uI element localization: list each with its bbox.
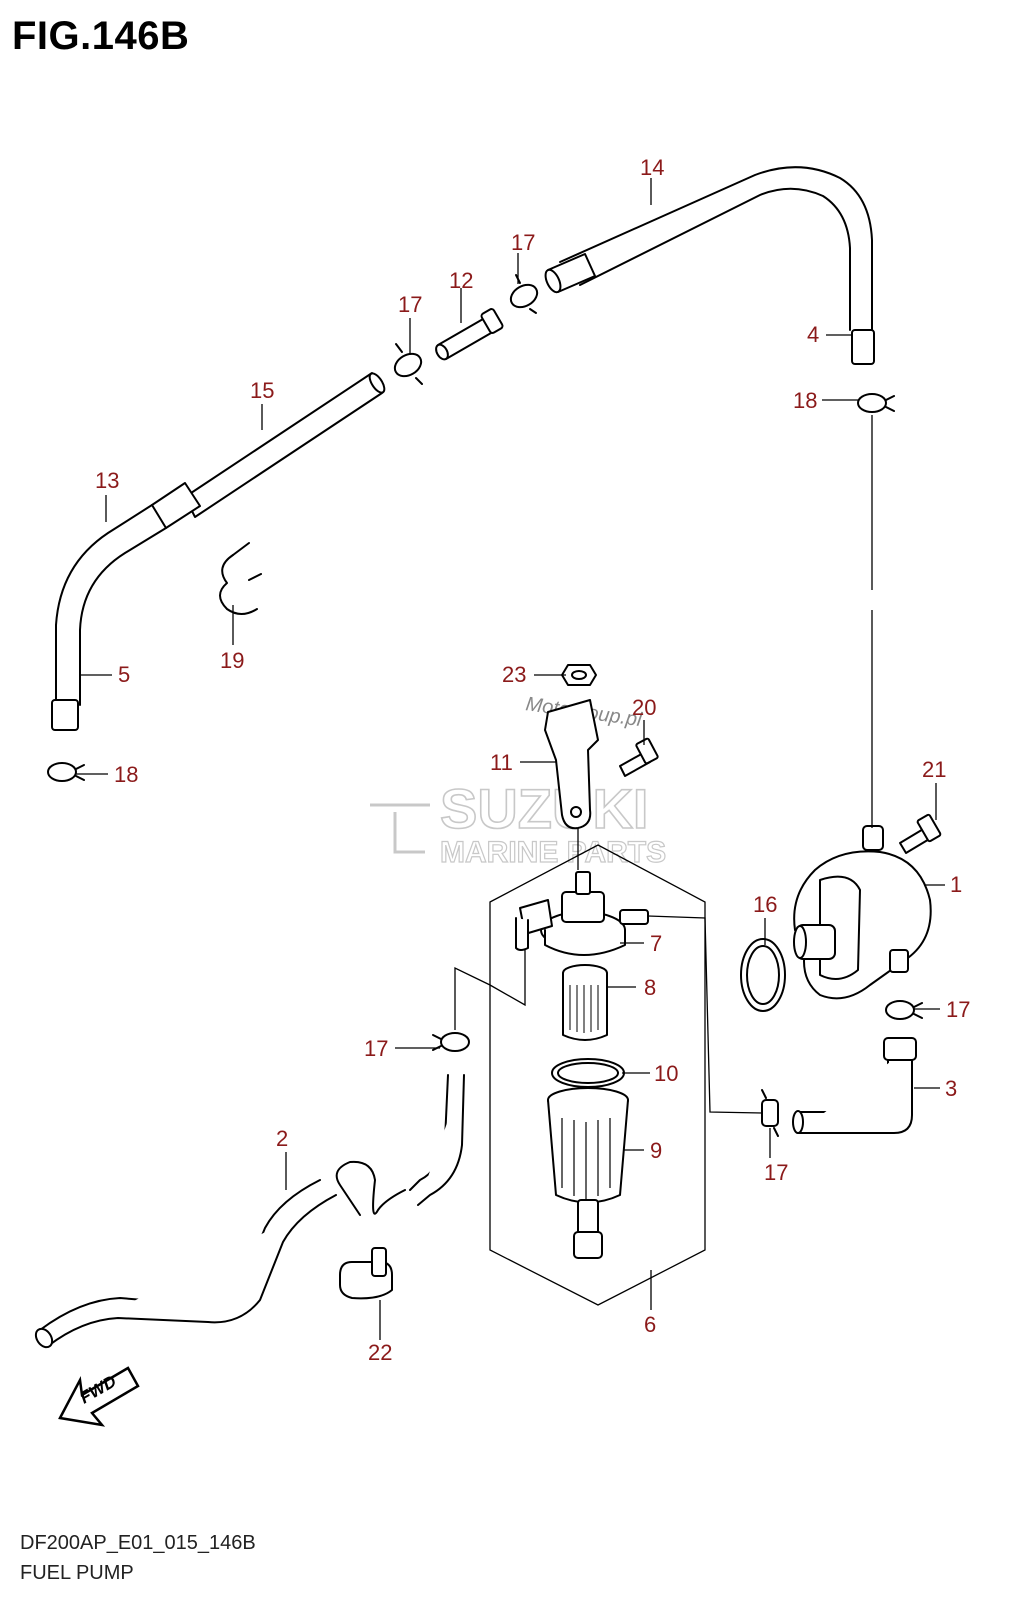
watermark-logo-mark (370, 803, 430, 854)
watermark-sub: MARINE PARTS (440, 836, 666, 869)
callout-10: 10 (654, 1061, 678, 1086)
callout-18-right: 18 (793, 388, 817, 413)
callout-17-right: 17 (946, 997, 970, 1022)
callout-2: 2 (276, 1126, 288, 1151)
callout-18-left: 18 (114, 762, 138, 787)
leader-lines (76, 178, 945, 1340)
callout-16: 16 (753, 892, 777, 917)
clip-17-top-right (509, 274, 539, 314)
part-8-filter-element (562, 964, 608, 1041)
callout-13: 13 (95, 468, 119, 493)
callout-23: 23 (502, 662, 526, 687)
callout-22: 22 (368, 1340, 392, 1365)
part-9-filter-case (547, 1087, 629, 1259)
clip-17-top-left (393, 343, 423, 385)
clip-17-left (432, 1032, 470, 1052)
fwd-arrow-icon: FWD (58, 1366, 140, 1427)
callout-6: 6 (644, 1312, 656, 1337)
callout-9: 9 (650, 1138, 662, 1163)
part-10-o-ring (551, 1058, 625, 1088)
callout-21: 21 (922, 757, 946, 782)
footer-name: FUEL PUMP (20, 1562, 134, 1584)
footer-code: DF200AP_E01_015_146B (20, 1532, 256, 1554)
callout-11: 11 (490, 750, 513, 775)
callout-19: 19 (220, 648, 244, 673)
callout-8: 8 (644, 975, 656, 1000)
part-16-o-ring (740, 938, 786, 1012)
callout-14: 14 (640, 155, 664, 180)
part-23-nut (561, 664, 597, 686)
callout-17-left: 17 (364, 1036, 388, 1061)
callout-5: 5 (118, 662, 130, 687)
callout-15: 15 (250, 378, 274, 403)
part-21-bolt (899, 813, 942, 854)
part-13-bent-hose (51, 504, 167, 731)
callout-7: 7 (650, 931, 662, 956)
callout-3: 3 (945, 1076, 957, 1101)
part-2-hose (34, 1074, 465, 1349)
clip-17-right (885, 1000, 923, 1020)
part-20-bolt (619, 737, 659, 777)
part-3-hose (792, 1037, 917, 1134)
part-7-filter-cap (515, 871, 649, 956)
clip-18-right (857, 393, 895, 413)
part-19-clip (219, 542, 262, 615)
callout-1: 1 (950, 872, 962, 897)
part-22-clip (339, 1247, 393, 1300)
callout-labels: 14 17 12 17 15 13 5 4 18 18 19 23 20 11 … (95, 155, 970, 1365)
callout-12: 12 (449, 268, 473, 293)
part-14-hose (544, 166, 875, 365)
callout-17-top-left: 17 (398, 292, 422, 317)
clip-18-left (47, 762, 85, 782)
callout-17-lower-right: 17 (764, 1160, 788, 1185)
watermark: SUZUKI MARINE PARTS Motogroup.pl (370, 693, 667, 870)
callout-4: 4 (807, 322, 819, 347)
callout-17-top-right: 17 (511, 230, 535, 255)
part-6-assembly-outline (489, 844, 706, 1306)
part-1-fuel-pump (793, 825, 932, 1000)
watermark-brand: SUZUKI (440, 777, 648, 840)
figure-title: FIG.146B (12, 14, 190, 58)
part-15-tube (151, 372, 386, 529)
clip-17-lower-right (761, 1089, 779, 1137)
part-11-bracket (544, 699, 599, 830)
callout-20: 20 (632, 695, 656, 720)
part-12-joint (435, 308, 504, 361)
